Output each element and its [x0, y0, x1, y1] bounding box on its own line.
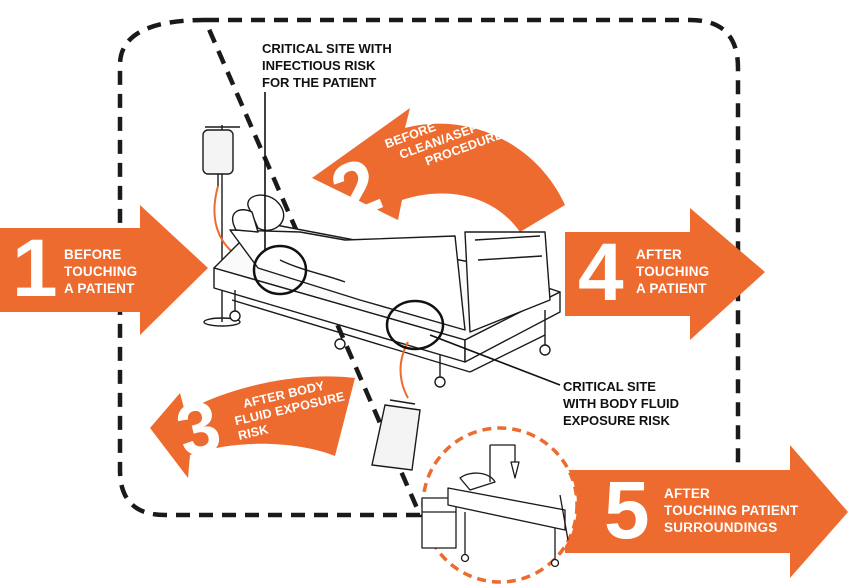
moment-1-number: 1 — [12, 228, 58, 310]
moment-5-line-1: AFTER — [664, 485, 798, 502]
moment-1-line-2: TOUCHING — [64, 263, 137, 280]
moment-5-number: 5 — [604, 470, 650, 552]
moment-1-label: BEFORE TOUCHING A PATIENT — [64, 246, 137, 297]
critical-site-2-line-3: EXPOSURE RISK — [563, 412, 679, 429]
drainage-bag-illustration — [372, 400, 420, 470]
moment-4-line-1: AFTER — [636, 246, 709, 263]
moment-5-line-3: SURROUNDINGS — [664, 519, 798, 536]
critical-site-1-line-1: CRITICAL SITE WITH — [262, 40, 392, 57]
critical-site-1-line-2: INFECTIOUS RISK — [262, 57, 392, 74]
moment-5-label: AFTER TOUCHING PATIENT SURROUNDINGS — [664, 485, 798, 536]
moment-4-label: AFTER TOUCHING A PATIENT — [636, 246, 709, 297]
moment-4-number: 4 — [578, 232, 624, 314]
moment-4-line-3: A PATIENT — [636, 280, 709, 297]
critical-site-1-line-3: FOR THE PATIENT — [262, 74, 392, 91]
moment-1-line-3: A PATIENT — [64, 280, 137, 297]
moment-1-line-1: BEFORE — [64, 246, 137, 263]
critical-site-2-line-2: WITH BODY FLUID — [563, 395, 679, 412]
critical-site-2-note: CRITICAL SITE WITH BODY FLUID EXPOSURE R… — [563, 378, 679, 429]
moment-4-line-2: TOUCHING — [636, 263, 709, 280]
critical-site-2-line-1: CRITICAL SITE — [563, 378, 679, 395]
critical-site-1-note: CRITICAL SITE WITH INFECTIOUS RISK FOR T… — [262, 40, 392, 91]
drainage-tube — [401, 342, 409, 398]
moment-5-line-2: TOUCHING PATIENT — [664, 502, 798, 519]
